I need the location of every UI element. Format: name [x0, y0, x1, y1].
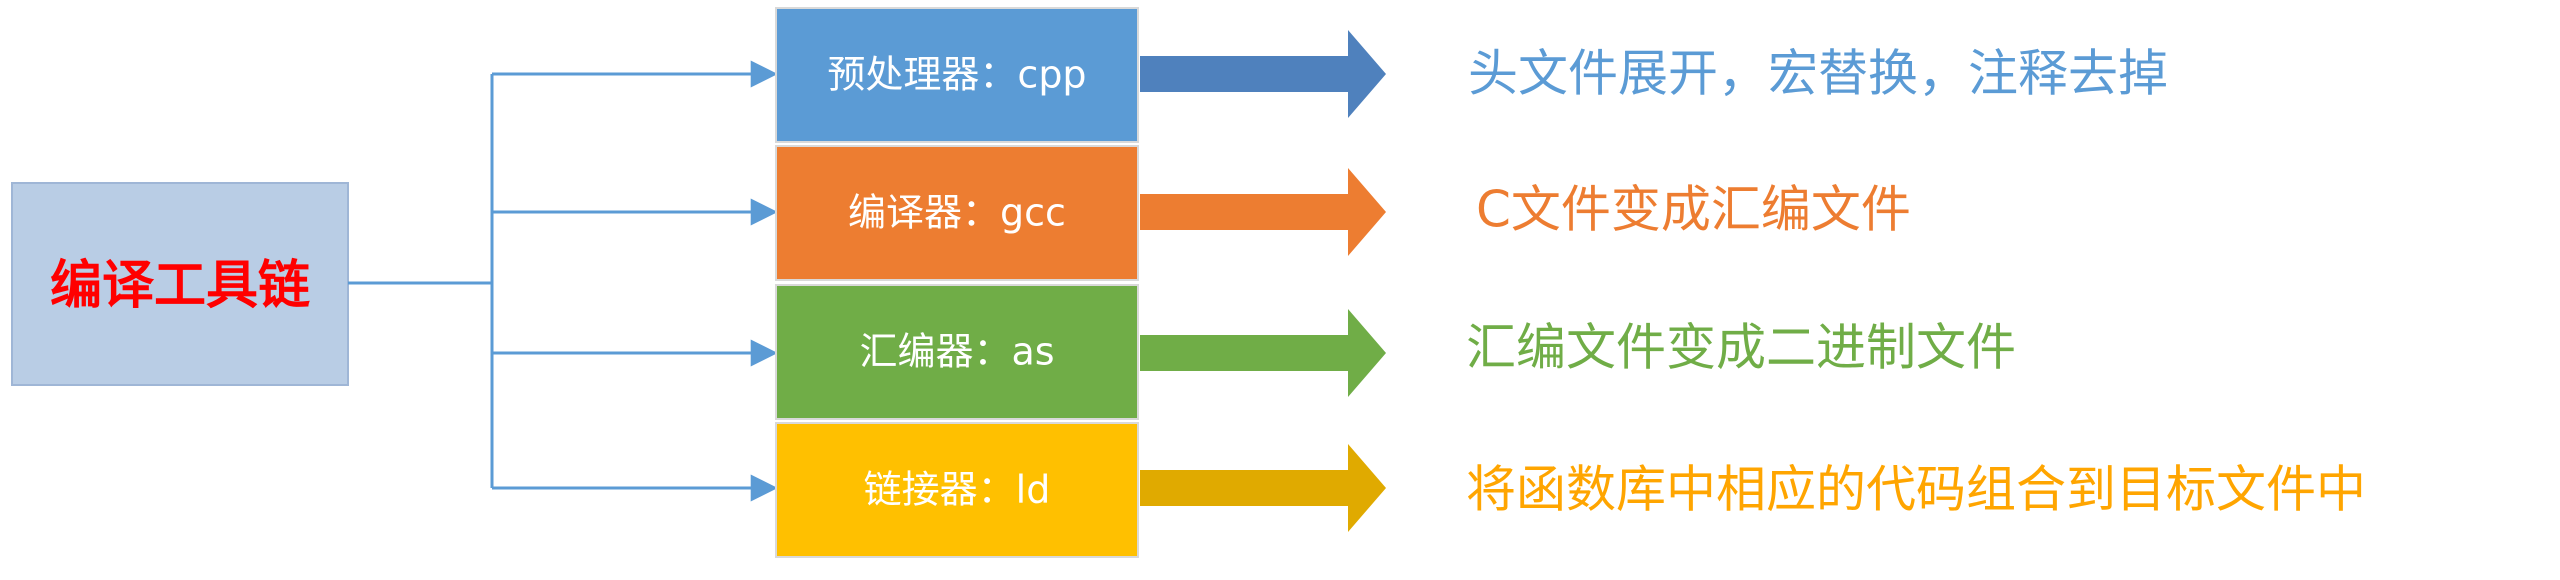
root-label: 编译工具链: [50, 256, 310, 316]
stage-box-compiler: [775, 145, 1139, 281]
root-box: [11, 182, 349, 386]
stage-label-preprocessor: 预处理器：cpp: [827, 53, 1086, 97]
arrow-right-compiler: [1140, 168, 1386, 256]
description-preprocessor: 头文件展开，宏替换，注释去掉: [1468, 45, 2168, 103]
description-linker: 将函数库中相应的代码组合到目标文件中: [1466, 461, 2366, 519]
stage-label-assembler: 汇编器：as: [859, 330, 1054, 374]
description-assembler: 汇编文件变成二进制文件: [1466, 319, 2016, 377]
stage-label-compiler: 编译器：gcc: [848, 191, 1066, 235]
root-node: 编译工具链: [11, 182, 349, 386]
arrow-right-assembler: [1140, 309, 1386, 397]
stage-3: 链接器：ld: [775, 422, 1139, 558]
output-arrows: [1140, 30, 1386, 532]
description-compiler: C文件变成汇编文件: [1476, 181, 1911, 239]
connector-lines: [348, 60, 778, 502]
arrow-right-preprocessor: [1140, 30, 1386, 118]
stage-2: 汇编器：as: [775, 284, 1139, 420]
stage-0: 预处理器：cpp: [775, 7, 1139, 143]
stage-1: 编译器：gcc: [775, 145, 1139, 281]
stage-box-preprocessor: [775, 7, 1139, 143]
stage-box-linker: [775, 422, 1139, 558]
stage-label-linker: 链接器：ld: [864, 468, 1051, 512]
stage-descriptions: 头文件展开，宏替换，注释去掉 C文件变成汇编文件 汇编文件变成二进制文件 将函数…: [1466, 45, 2366, 519]
stage-box-assembler: [775, 284, 1139, 420]
arrow-right-linker: [1140, 444, 1386, 532]
